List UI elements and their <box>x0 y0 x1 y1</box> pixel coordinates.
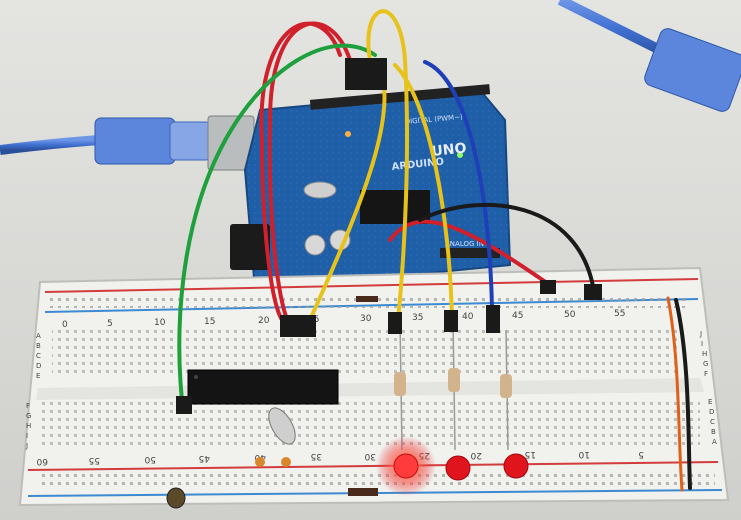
led-row <box>376 436 529 496</box>
bottom-number: 55 <box>89 455 100 465</box>
bottom-number: 60 <box>36 456 48 466</box>
top-number: 50 <box>564 310 576 320</box>
bottom-number: 40 <box>254 452 266 462</box>
row-letter: C <box>710 418 715 426</box>
analog-label: ANALOG IN <box>445 240 484 248</box>
row-letter: C <box>36 352 41 360</box>
row-letter: H <box>702 350 707 358</box>
row-letter: F <box>704 370 708 378</box>
row-letter: B <box>36 342 41 350</box>
resistors <box>394 319 512 451</box>
row-letter: J <box>699 330 702 338</box>
bottom-number: 45 <box>199 453 210 463</box>
bottom-number: 10 <box>578 449 590 459</box>
row-letter: I <box>26 432 28 440</box>
usb-cable-right <box>557 0 741 112</box>
top-number: 30 <box>360 314 372 324</box>
bottom-number: 20 <box>470 450 482 460</box>
row-letter: D <box>36 362 41 370</box>
arduino-brand-text: ARDUINO <box>391 157 444 173</box>
arduino-model-text: UNO <box>431 140 468 160</box>
led-2 <box>445 455 471 481</box>
row-letter: B <box>711 428 716 436</box>
top-number: 45 <box>512 311 523 321</box>
bottom-number: 15 <box>525 449 536 459</box>
crystal-and-capacitors <box>166 296 378 509</box>
row-letter: D <box>709 408 714 416</box>
row-letter: I <box>701 340 703 348</box>
bottom-number: 35 <box>311 451 322 461</box>
row-letter: E <box>36 372 40 380</box>
row-letter: J <box>25 442 28 450</box>
breadboard <box>18 266 730 507</box>
top-number: 15 <box>204 317 215 327</box>
top-number: 20 <box>258 316 270 326</box>
jumper-connectors <box>176 58 602 414</box>
top-number: 40 <box>462 312 474 322</box>
bottom-number: 30 <box>364 451 376 461</box>
row-letter: H <box>26 422 31 430</box>
led-3 <box>503 453 529 479</box>
top-number: 10 <box>154 318 166 328</box>
top-number: 0 <box>62 320 68 330</box>
row-letter: G <box>26 412 31 420</box>
arduino-board: ARDUINO UNO ANALOG IN DIGITAL (PWM~) <box>230 84 512 292</box>
usb-cable-left <box>0 115 255 171</box>
breadboard-row-letters: A B C D E F G H I J J I H G F E D C B A <box>25 330 717 450</box>
row-letter: G <box>703 360 708 368</box>
row-letter: F <box>26 402 30 410</box>
jumper-wires <box>177 9 692 492</box>
bottom-number: 50 <box>144 454 156 464</box>
top-number: 35 <box>412 313 423 323</box>
bottom-number: 5 <box>638 449 644 459</box>
led-1 <box>393 453 419 479</box>
top-number: 55 <box>614 309 625 319</box>
row-letter: A <box>36 332 41 340</box>
atmega-chip <box>187 369 339 405</box>
row-letter: E <box>708 398 712 406</box>
row-letter: A <box>712 438 717 446</box>
top-number: 5 <box>107 319 113 329</box>
